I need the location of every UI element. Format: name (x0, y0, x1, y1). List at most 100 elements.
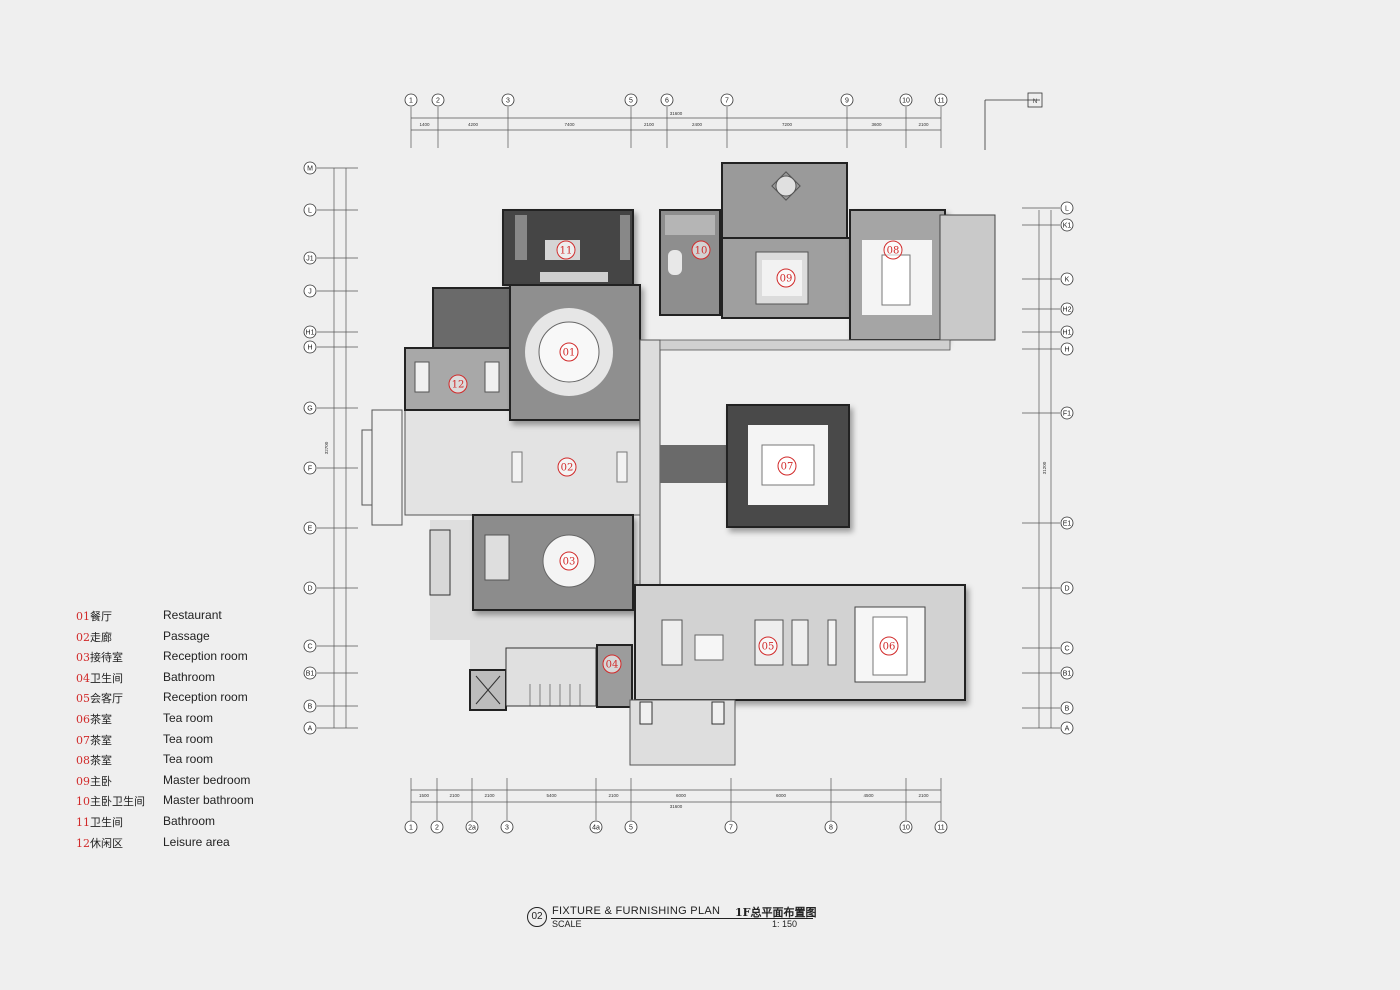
grid-bottom-2: 2 (430, 820, 444, 834)
svg-text:D: D (1064, 586, 1069, 593)
grid-left-D: D (303, 581, 317, 595)
grid-right-A: A (1060, 721, 1074, 735)
grid-left-J1: J1 (303, 251, 317, 265)
legend-num: 04 (76, 671, 90, 685)
grid-top-11: 11 (934, 93, 948, 107)
room-label-05: 05 (758, 636, 778, 656)
grid-right-C: C (1060, 641, 1074, 655)
svg-text:J: J (308, 289, 312, 296)
scale-label: SCALE (552, 919, 582, 929)
grid-right-D: D (1060, 581, 1074, 595)
svg-text:12: 12 (452, 380, 465, 391)
svg-text:4a: 4a (592, 825, 600, 832)
svg-text:6: 6 (665, 98, 669, 105)
room-label-12: 12 (448, 374, 468, 394)
svg-text:7: 7 (725, 98, 729, 105)
legend-zh: 茶室 (90, 733, 112, 747)
legend-en: Tea room (163, 731, 214, 746)
svg-text:7: 7 (729, 825, 733, 832)
grid-right-H1: H1 (1060, 325, 1074, 339)
dim-bottom: 2100 (449, 793, 460, 798)
grid-bottom-10: 10 (899, 820, 913, 834)
svg-text:H: H (1064, 347, 1069, 354)
grid-left-H: H (303, 340, 317, 354)
drawing-title-block: 02 FIXTURE & FURNISHING PLAN 1F总平面布置图 SC… (527, 903, 857, 933)
svg-text:G: G (307, 406, 312, 413)
svg-text:01: 01 (563, 348, 576, 359)
svg-text:M: M (307, 166, 313, 173)
grid-bottom-4a: 4a (589, 820, 603, 834)
svg-text:10: 10 (902, 98, 910, 105)
svg-text:K: K (1065, 277, 1070, 284)
svg-text:H1: H1 (1063, 330, 1072, 337)
grid-right-H2: H2 (1060, 302, 1074, 316)
legend-num: 03 (76, 651, 90, 665)
svg-text:06: 06 (883, 642, 896, 653)
dim-top: 4200 (468, 122, 479, 127)
dim-top: 7200 (782, 122, 793, 127)
svg-text:9: 9 (845, 98, 849, 105)
grid-right-L: L (1060, 201, 1074, 215)
legend-zh: 主卧卫生间 (90, 795, 145, 809)
svg-text:04: 04 (606, 660, 619, 671)
legend-num: 10 (76, 795, 90, 809)
svg-text:C: C (307, 644, 312, 651)
grid-left-A: A (303, 721, 317, 735)
svg-text:09: 09 (780, 274, 793, 285)
svg-text:11: 11 (937, 825, 944, 832)
svg-text:11: 11 (937, 98, 944, 105)
legend-num: 07 (76, 733, 90, 747)
grid-left-L: L (303, 203, 317, 217)
svg-text:08: 08 (887, 246, 900, 257)
svg-text:10: 10 (902, 825, 910, 832)
legend-zh: 会客厅 (90, 692, 123, 706)
legend-num: 02 (76, 630, 90, 644)
room-label-11: 11 (556, 240, 576, 260)
north-marker: N (984, 92, 1043, 150)
grid-top-1: 1 (404, 93, 418, 107)
legend-en: Restaurant (163, 608, 222, 622)
svg-text:5: 5 (629, 98, 633, 105)
legend-zh: 走廊 (90, 630, 112, 644)
grid-left-E: E (303, 521, 317, 535)
svg-text:E: E (308, 526, 313, 533)
dim-right-total: 31200 (1042, 461, 1047, 474)
grid-right-E1: E1 (1060, 516, 1074, 530)
legend-en: Master bathroom (163, 793, 254, 808)
grid-bottom-2a: 2a (465, 820, 479, 834)
svg-text:K1: K1 (1063, 223, 1072, 230)
grid-bottom-7: 7 (724, 820, 738, 834)
north-label: N (1033, 99, 1037, 105)
svg-text:8: 8 (829, 825, 833, 832)
dim-bottom: 6000 (676, 793, 687, 798)
legend-en: Reception room (163, 690, 248, 705)
svg-text:A: A (1065, 726, 1070, 733)
legend-en: Bathroom (163, 814, 216, 828)
legend-num: 01 (76, 610, 90, 623)
dim-top: 3600 (871, 122, 882, 127)
grid-top-2: 2 (431, 93, 445, 107)
grid-top-9: 9 (840, 93, 854, 107)
legend-num: 11 (76, 816, 90, 829)
scale-ratio: 1: 150 (772, 919, 798, 929)
svg-text:B1: B1 (306, 671, 315, 678)
dim-top: 7400 (564, 122, 575, 127)
room-label-10: 10 (691, 240, 711, 260)
dim-top: 2100 (918, 122, 929, 127)
svg-text:B: B (308, 704, 313, 711)
svg-text:07: 07 (781, 462, 794, 473)
svg-text:1: 1 (409, 825, 413, 832)
grid-bottom-8: 8 (824, 820, 838, 834)
legend-zh: 接待室 (90, 651, 123, 665)
dim-bottom: 5400 (546, 793, 557, 798)
